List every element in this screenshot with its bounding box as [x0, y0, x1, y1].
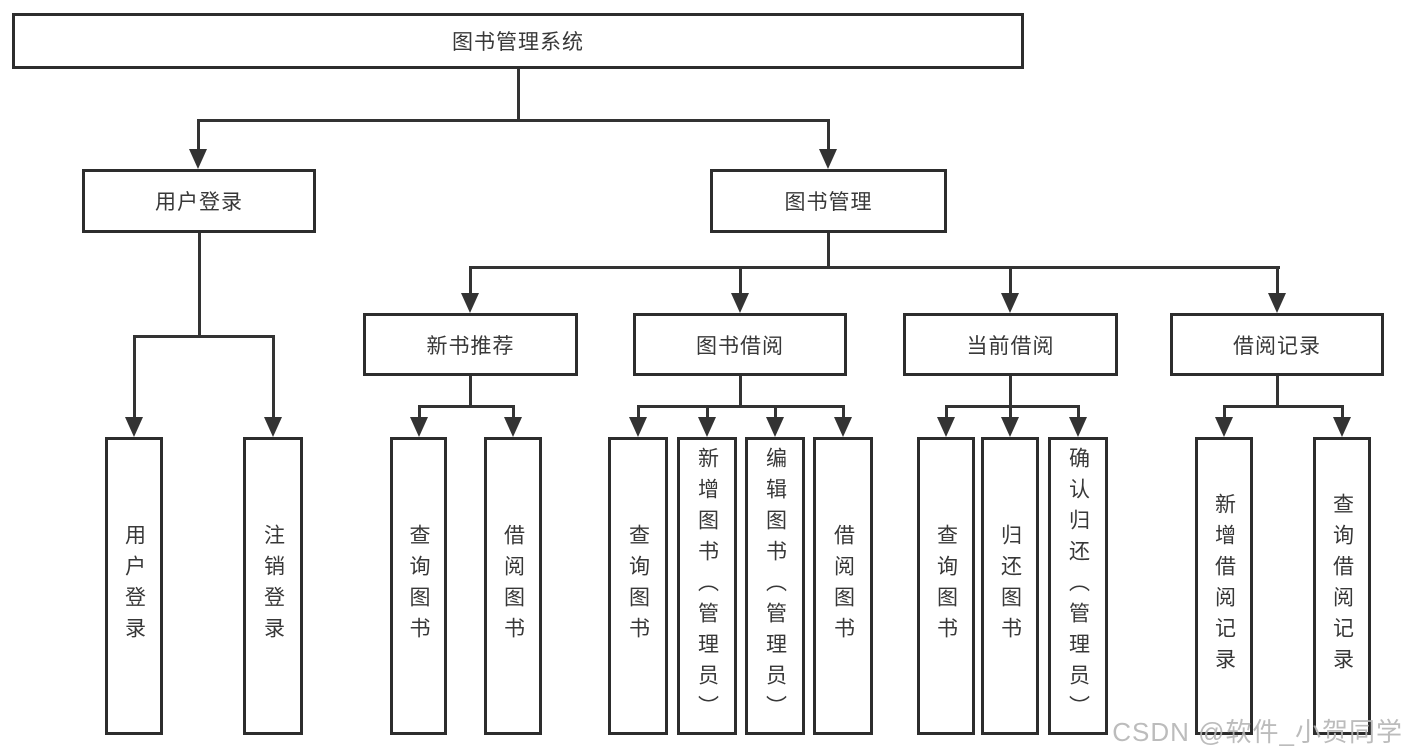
node-borrowing-records: 借阅记录 — [1170, 313, 1384, 376]
connector-borrow-arm — [774, 405, 777, 417]
node-label: 借阅图书 — [501, 524, 525, 648]
node-label: 借阅记录 — [1233, 334, 1321, 358]
node-current-borrowing: 当前借阅 — [903, 313, 1118, 376]
node-label: 图书管理 — [784, 191, 873, 214]
node-label: 新增借阅记录 — [1212, 493, 1236, 679]
leaf-borrow-books-borrowing: 借阅图书 — [813, 437, 873, 735]
node-label: 查询图书 — [626, 524, 650, 648]
node-label: 用户登录 — [122, 524, 146, 648]
connector-newbook-stem — [469, 376, 472, 408]
leaf-add-borrow-record: 新增借阅记录 — [1195, 437, 1253, 735]
connector-current-hline — [945, 405, 1079, 408]
connector-bookmgmt-arm — [1276, 266, 1279, 293]
connector-current-arm — [1077, 405, 1080, 417]
node-book-borrowing: 图书借阅 — [633, 313, 847, 376]
leaf-confirm-return-admin: 确认归还（管理员） — [1048, 437, 1108, 735]
connector-borrow-arm — [706, 405, 709, 417]
leaf-user-login: 用户登录 — [105, 437, 163, 735]
node-book-management: 图书管理 — [710, 169, 947, 233]
connector-current-arm — [1009, 405, 1012, 417]
connector-userlogin-arm — [133, 335, 136, 419]
connector-borrow-hline — [637, 405, 843, 408]
node-library-system: 图书管理系统 — [12, 13, 1024, 69]
connector-root-stem — [517, 69, 520, 121]
node-label: 用户登录 — [155, 191, 243, 214]
connector-userlogin-stem — [198, 233, 201, 337]
arrow-down-icon — [629, 417, 647, 437]
connector-newbook-arm — [512, 405, 515, 417]
connector-current-stem — [1009, 376, 1012, 408]
arrow-down-icon — [1333, 417, 1351, 437]
arrow-down-icon — [698, 417, 716, 437]
leaf-borrow-books-recommend: 借阅图书 — [484, 437, 542, 735]
arrow-down-icon — [125, 417, 143, 437]
leaf-query-books-borrowing: 查询图书 — [608, 437, 668, 735]
connector-borrow-arm — [842, 405, 845, 417]
arrow-down-icon — [731, 293, 749, 313]
node-label: 图书管理系统 — [452, 31, 584, 54]
node-label: 确认归还（管理员） — [1066, 446, 1090, 726]
arrow-down-icon — [1001, 417, 1019, 437]
arrow-down-icon — [1268, 293, 1286, 313]
leaf-logout: 注销登录 — [243, 437, 303, 735]
arrow-down-icon — [1069, 417, 1087, 437]
leaf-query-books-current: 查询图书 — [917, 437, 975, 735]
connector-newbook-arm — [418, 405, 421, 417]
arrow-down-icon — [834, 417, 852, 437]
connector-borrow-arm — [637, 405, 640, 417]
connector-root-hline — [197, 119, 830, 122]
csdn-watermark: CSDN @软件_小贺同学 — [1112, 717, 1403, 747]
connector-records-arm — [1223, 405, 1226, 417]
arrow-down-icon — [264, 417, 282, 437]
connector-records-stem — [1276, 376, 1279, 408]
node-label: 新增图书（管理员） — [695, 446, 719, 726]
leaf-return-books: 归还图书 — [981, 437, 1039, 735]
node-label: 查询图书 — [407, 524, 430, 648]
connector-bookmgmt-hline — [469, 266, 1280, 269]
connector-userlogin-arm — [272, 335, 275, 419]
node-label: 借阅图书 — [831, 524, 855, 648]
connector-bookmgmt-stem — [827, 233, 830, 269]
arrow-down-icon — [1215, 417, 1233, 437]
node-label: 编辑图书（管理员） — [763, 446, 787, 726]
node-label: 查询图书 — [934, 524, 958, 648]
connector-userlogin-hline — [133, 335, 274, 338]
arrow-down-icon — [819, 149, 837, 169]
leaf-query-borrow-record: 查询借阅记录 — [1313, 437, 1371, 735]
arrow-down-icon — [189, 149, 207, 169]
connector-newbook-hline — [418, 405, 514, 408]
connector-root-arm — [197, 119, 200, 151]
node-new-book-recommendation: 新书推荐 — [363, 313, 578, 376]
node-user-login: 用户登录 — [82, 169, 316, 233]
connector-bookmgmt-arm — [1009, 266, 1012, 293]
arrow-down-icon — [410, 417, 428, 437]
node-label: 新书推荐 — [426, 334, 515, 358]
arrow-down-icon — [504, 417, 522, 437]
arrow-down-icon — [766, 417, 784, 437]
node-label: 当前借阅 — [966, 334, 1055, 358]
node-label: 查询借阅记录 — [1330, 493, 1354, 679]
connector-root-arm — [827, 119, 830, 151]
connector-bookmgmt-arm — [739, 266, 742, 293]
connector-current-arm — [945, 405, 948, 417]
leaf-edit-book-admin: 编辑图书（管理员） — [745, 437, 805, 735]
connector-records-hline — [1223, 405, 1343, 408]
node-label: 归还图书 — [998, 524, 1022, 648]
connector-borrow-stem — [739, 376, 742, 408]
node-label: 注销登录 — [261, 524, 285, 648]
connector-bookmgmt-arm — [469, 266, 472, 293]
leaf-query-books-recommend: 查询图书 — [390, 437, 447, 735]
connector-records-arm — [1341, 405, 1344, 417]
arrow-down-icon — [1001, 293, 1019, 313]
node-label: 图书借阅 — [696, 334, 784, 358]
arrow-down-icon — [461, 293, 479, 313]
leaf-add-book-admin: 新增图书（管理员） — [677, 437, 737, 735]
arrow-down-icon — [937, 417, 955, 437]
